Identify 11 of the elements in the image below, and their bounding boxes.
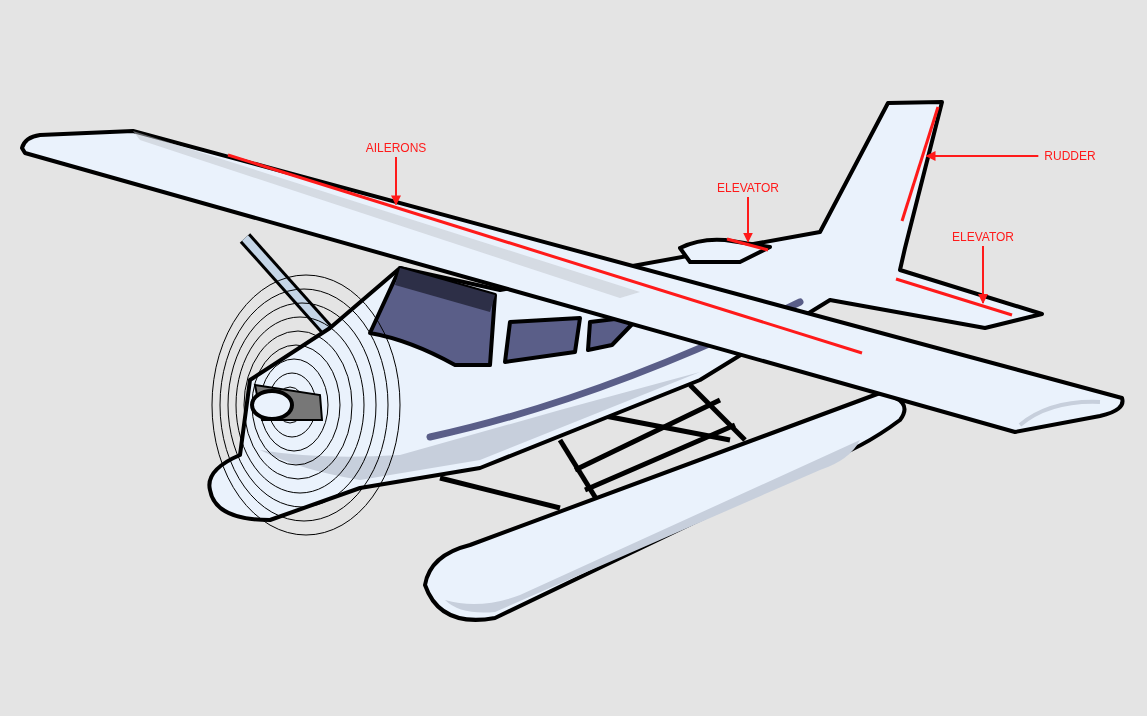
leader-arrow <box>743 196 753 243</box>
part-label: ELEVATOR <box>717 181 779 195</box>
part-label: RUDDER <box>1044 149 1096 163</box>
part-label: AILERONS <box>365 141 427 155</box>
leader-arrow <box>391 156 401 206</box>
part-label: ELEVATOR <box>952 230 1014 244</box>
control-surface-marker <box>902 107 938 221</box>
control-surface-marker <box>228 155 862 353</box>
leader-arrow <box>925 151 1040 161</box>
leader-arrow <box>978 245 988 304</box>
control-surface-marker <box>896 279 1012 315</box>
